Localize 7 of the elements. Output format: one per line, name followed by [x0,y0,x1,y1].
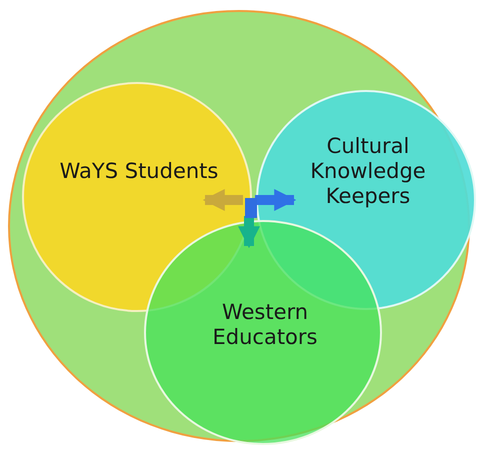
arrow-hub [245,198,257,218]
arrow [202,189,243,211]
circle-label: Western Educators [212,300,318,350]
circle-label: Cultural Knowledge Keepers [309,134,427,210]
arrow [238,216,260,248]
circle-label: WaYS Students [58,159,220,184]
arrow [255,189,296,211]
